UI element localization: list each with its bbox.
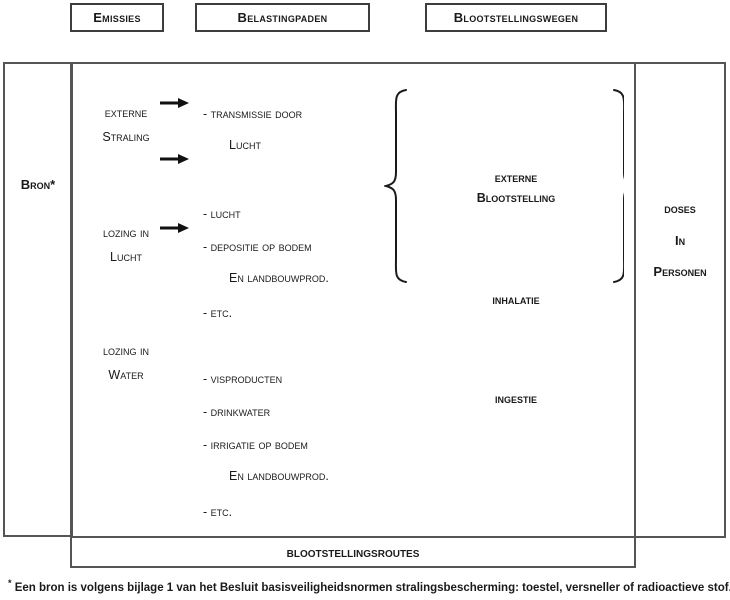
exposure-route-externe-blootstelling-line2: blootstelling: [476, 191, 556, 205]
doses-label-line3: Personen: [653, 264, 707, 280]
left-curly-brace-icon: [382, 88, 420, 289]
header-box-belastingpaden: Belastingpaden: [195, 3, 370, 32]
pathway-irrigatie-text: - Irrigatie op Bodem: [203, 438, 308, 452]
emission-externe-straling: Externe Straling: [80, 102, 172, 150]
pathway-depositie: - Depositie op Bodem en Landbouwprod.: [203, 241, 329, 284]
header-label-emissies: Emissies: [93, 10, 141, 25]
routes-bar-label-text: Blootstellingsroutes: [286, 544, 420, 560]
emission-lozing-lucht: Lozing in Lucht: [80, 222, 172, 270]
exposure-route-inhalatie-label: Inhalatie: [492, 293, 540, 307]
pathway-visproducten-text: - Visproducten: [203, 372, 283, 386]
header-label-blootstellingswegen: Blootstellingswegen: [453, 10, 579, 25]
header-box-blootstellingswegen: Blootstellingswegen: [425, 3, 607, 32]
pathway-irrigatie: - Irrigatie op Bodem en Landbouwprod.: [203, 439, 329, 482]
emission-lozing-lucht-line1: Lozing in: [103, 226, 149, 240]
pathway-transmissie-text: - Transmissie door: [203, 107, 303, 121]
emission-lozing-water: Lozing in Water: [80, 340, 172, 388]
pathway-etc-1: - etc.: [203, 307, 232, 320]
arrow-right-icon: [160, 221, 190, 233]
arrow-right-icon: [160, 152, 190, 164]
doses-label: Doses in Personen: [634, 200, 726, 281]
arrow-right-icon: [160, 96, 190, 108]
footnote-marker: *: [8, 578, 12, 588]
routes-divider-line: [70, 536, 636, 538]
footnote: * Een bron is volgens bijlage 1 van het …: [8, 578, 730, 596]
pathway-depositie-cont: en Landbouwprod.: [229, 270, 329, 285]
pathway-irrigatie-cont: en Landbouwprod.: [229, 468, 329, 483]
pathway-visproducten: - Visproducten: [203, 373, 282, 386]
header-label-belastingpaden: Belastingpaden: [237, 10, 328, 25]
doses-frame: [634, 62, 726, 538]
source-frame: [3, 62, 73, 537]
exposure-route-externe-blootstelling-line1: Externe: [494, 171, 538, 185]
exposure-route-inhalatie: Inhalatie: [424, 290, 608, 310]
doses-label-line1: Doses: [664, 201, 696, 216]
exposure-route-ingestie-label: Ingestie: [494, 392, 537, 406]
pathway-depositie-text: - Depositie op Bodem: [203, 240, 312, 254]
emission-externe-straling-line1: Externe: [104, 106, 148, 120]
pathway-drinkwater: - Drinkwater: [203, 406, 270, 419]
pathway-transmissie-cont: Lucht: [229, 137, 261, 152]
emission-lozing-water-line1: Lozing in: [103, 344, 149, 358]
routes-bar-label: Blootstellingsroutes: [70, 538, 636, 562]
emission-lozing-lucht-line2: Lucht: [110, 249, 142, 264]
pathway-etc-2-text: - etc.: [203, 505, 233, 519]
source-label: Bron*: [20, 177, 56, 192]
footnote-text: Een bron is volgens bijlage 1 van het Be…: [11, 581, 730, 594]
exposure-route-ingestie: Ingestie: [424, 389, 608, 409]
pathway-transmissie: - Transmissie door Lucht: [203, 108, 302, 151]
pathway-lucht: - Lucht: [203, 208, 241, 221]
header-box-emissies: Emissies: [70, 3, 164, 32]
pathway-drinkwater-text: - Drinkwater: [203, 405, 271, 419]
pathway-etc-2: - etc.: [203, 506, 232, 519]
pathway-lucht-text: - Lucht: [203, 207, 241, 221]
exposure-route-externe-blootstelling: Externe blootstelling: [424, 168, 608, 208]
emission-lozing-water-line2: Water: [108, 367, 144, 382]
emission-externe-straling-line2: Straling: [102, 129, 150, 144]
doses-label-line2: in: [674, 232, 686, 248]
pathway-etc-1-text: - etc.: [203, 306, 233, 320]
